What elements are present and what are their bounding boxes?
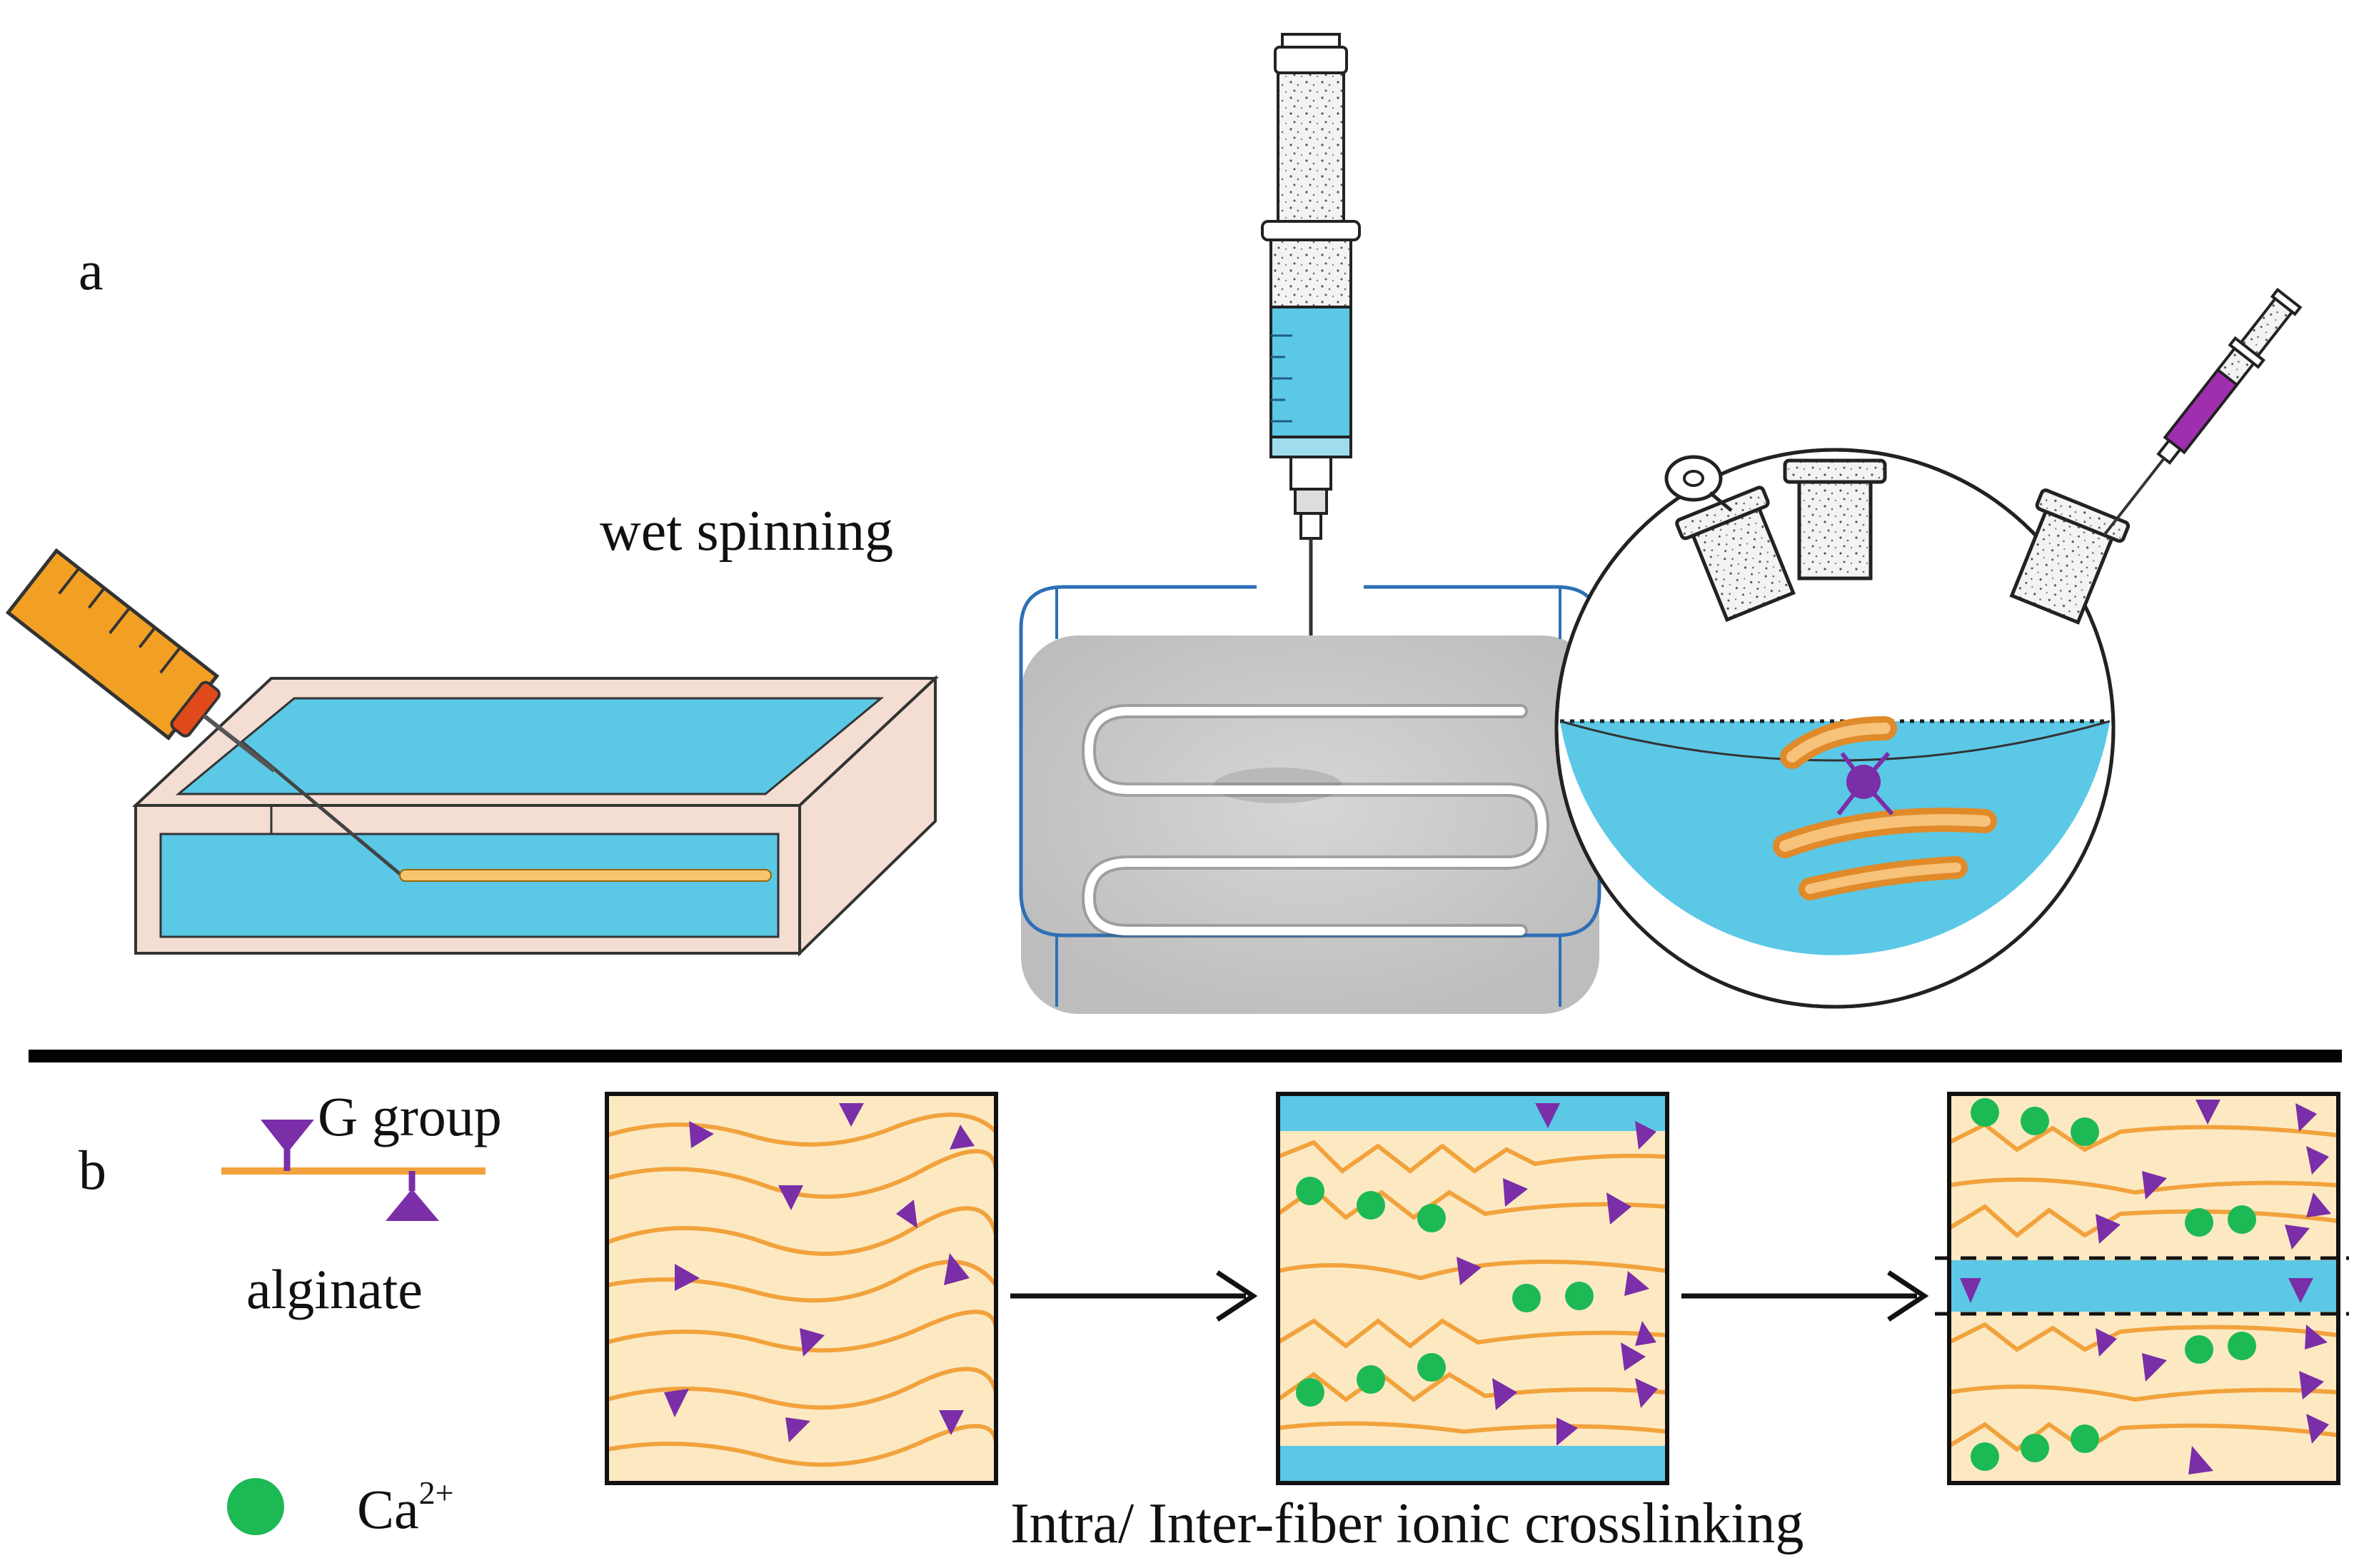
calcium-icon	[227, 1478, 284, 1535]
bath-icon	[131, 675, 940, 957]
syringe-icon	[1261, 33, 1361, 639]
collection-tray	[1019, 585, 1601, 1014]
crosslinking-caption: Intra/ Inter-fiber ionic crosslinking	[1010, 1492, 1804, 1555]
arrow-right-icon	[1010, 1270, 1258, 1322]
g-group-icon	[386, 1189, 439, 1221]
g-group-icon	[261, 1120, 314, 1153]
legend: G group alginate Ca2+	[221, 1085, 502, 1540]
crosslink-state-3	[1935, 1092, 2349, 1485]
panel-b-label: b	[79, 1139, 106, 1201]
panel-divider	[29, 1050, 2342, 1062]
wet-spinning-label: wet spinning	[600, 500, 893, 563]
syringe-icon	[5, 548, 276, 773]
legend-calcium-charge: 2+	[419, 1474, 454, 1511]
legend-calcium: Ca2+	[357, 1474, 454, 1540]
syringe-icon	[2103, 288, 2303, 536]
crosslink-state-1	[605, 1092, 999, 1485]
flask-icon	[1554, 448, 2131, 1009]
legend-g-group: G group	[318, 1085, 502, 1147]
panel-a-label: a	[79, 239, 104, 301]
crosslink-state-2	[1276, 1092, 1669, 1485]
legend-alginate: alginate	[246, 1258, 423, 1320]
arrow-right-icon	[1681, 1270, 1929, 1322]
